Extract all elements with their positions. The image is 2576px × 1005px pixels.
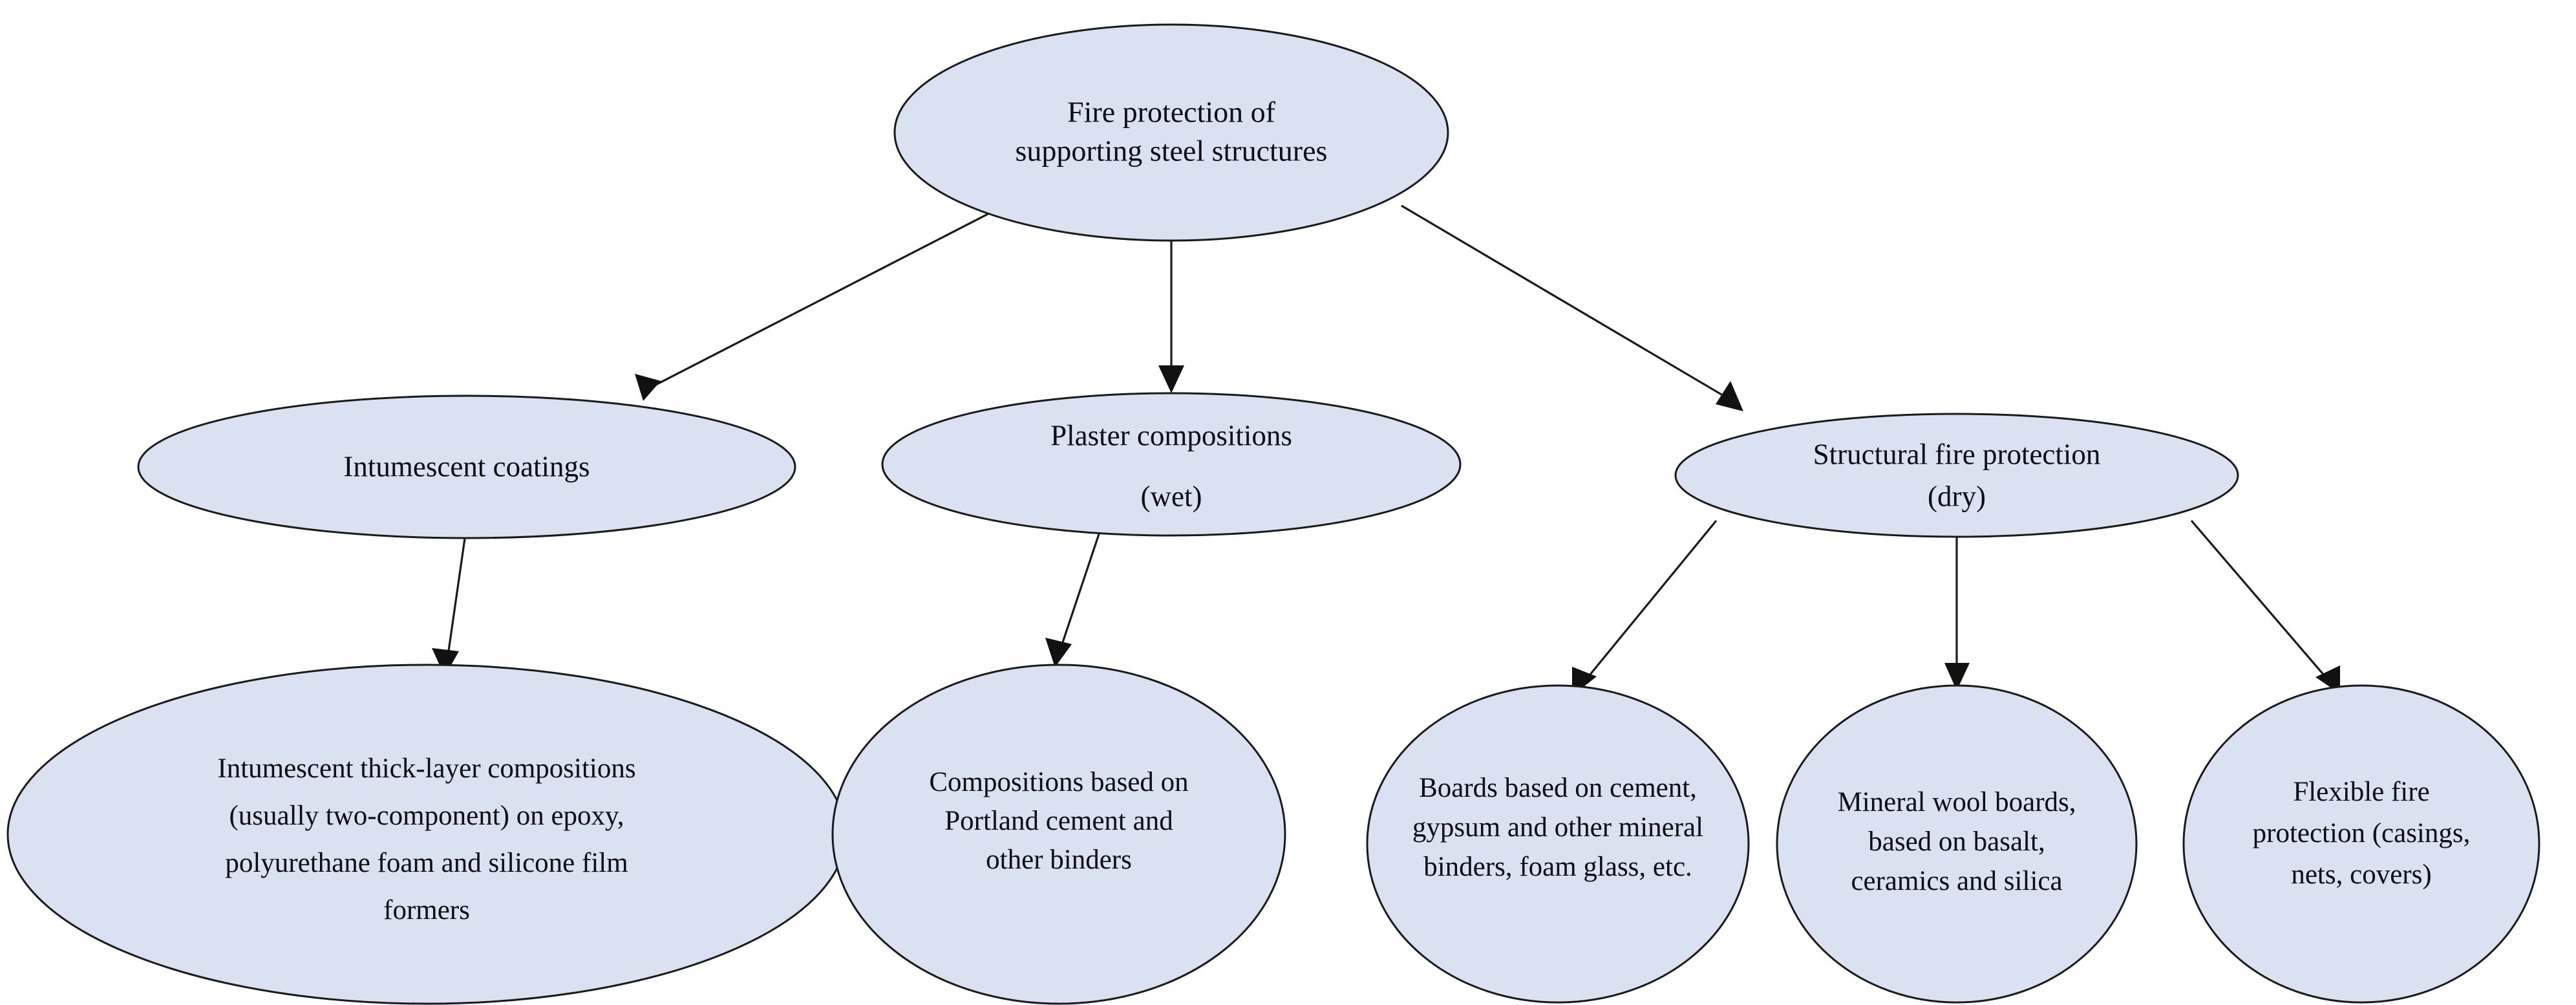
- node-label-line: protection (casings,: [2253, 818, 2471, 848]
- node-structural-fire-protection[interactable]: Structural fire protection (dry): [1674, 413, 2239, 538]
- edge-structural-to-cement-gypsum-boards: [1572, 519, 1718, 696]
- edge-line: [1582, 519, 1718, 684]
- edge-plaster-to-portland-cement: [1045, 522, 1104, 667]
- edge-line: [1401, 204, 1733, 402]
- node-label-line: other binders: [986, 845, 1132, 875]
- node-boards-cement-gypsum[interactable]: Boards based on cement, gypsum and other…: [1366, 684, 1750, 1004]
- arrowhead-icon: [1944, 663, 1970, 691]
- node-shape-ellipse[interactable]: [881, 392, 1462, 537]
- edge-root-to-plaster-compositions: [1158, 241, 1184, 393]
- node-shape-ellipse[interactable]: [893, 23, 1449, 242]
- node-shape-ellipse[interactable]: [6, 664, 847, 1005]
- node-plaster-compositions[interactable]: Plaster compositions (wet): [881, 392, 1462, 537]
- edge-structural-to-flexible-fire-protection: [2190, 519, 2340, 694]
- edge-root-to-structural-fire-protection: [1401, 204, 1743, 411]
- node-label-line: nets, covers): [2291, 859, 2431, 890]
- node-label-line: formers: [383, 895, 470, 925]
- node-shape-ellipse[interactable]: [1366, 684, 1750, 1004]
- node-mineral-wool-boards[interactable]: Mineral wool boards, based on basalt, ce…: [1776, 684, 2138, 1004]
- node-label-line: (dry): [1928, 480, 1986, 512]
- edge-intumescent-coatings-to-thick-layer: [432, 524, 468, 676]
- node-label-line: Flexible fire: [2293, 777, 2429, 807]
- arrowhead-icon: [1716, 381, 1743, 411]
- node-label-line: (usually two-component) on epoxy,: [229, 801, 624, 831]
- node-label-line: (wet): [1141, 480, 1202, 512]
- arrowhead-icon: [635, 374, 661, 401]
- edge-line: [2190, 519, 2330, 682]
- arrowhead-icon: [1158, 365, 1184, 393]
- node-label-line: Boards based on cement,: [1419, 773, 1697, 803]
- edge-line: [446, 524, 468, 660]
- node-label-line: supporting steel structures: [1016, 135, 1328, 168]
- node-label-line: ceramics and silica: [1851, 866, 2062, 896]
- edge-structural-to-mineral-wool-boards: [1944, 535, 1970, 691]
- node-root[interactable]: Fire protection of supporting steel stru…: [893, 23, 1449, 242]
- node-label-line: binders, foam glass, etc.: [1423, 852, 1692, 882]
- node-label-line: gypsum and other mineral: [1412, 812, 1703, 843]
- node-label-line: Mineral wool boards,: [1837, 787, 2076, 817]
- node-label-line: Portland cement and: [944, 806, 1173, 836]
- node-label-line: based on basalt,: [1868, 827, 2045, 857]
- node-shape-ellipse[interactable]: [1776, 684, 2138, 1004]
- node-label-line: Compositions based on: [929, 767, 1188, 797]
- node-shape-ellipse[interactable]: [2182, 684, 2540, 1004]
- arrowhead-icon: [1045, 638, 1072, 667]
- node-intumescent-thick-layer-compositions[interactable]: Intumescent thick-layer compositions (us…: [6, 664, 847, 1005]
- arrowhead-icon: [432, 648, 459, 676]
- node-label-line: Plaster compositions: [1050, 419, 1292, 451]
- node-label-line: Intumescent thick-layer compositions: [217, 753, 635, 784]
- node-shape-ellipse[interactable]: [1674, 413, 2239, 538]
- edge-line: [643, 212, 990, 393]
- node-label-line: Intumescent coatings: [343, 450, 590, 482]
- node-label-line: Fire protection of: [1067, 96, 1276, 129]
- node-label-line: Structural fire protection: [1813, 438, 2101, 470]
- node-shape-ellipse[interactable]: [831, 664, 1286, 1005]
- node-shape-ellipse[interactable]: [137, 394, 796, 539]
- node-flexible-fire-protection[interactable]: Flexible fire protection (casings, nets,…: [2182, 684, 2540, 1004]
- edge-line: [1059, 522, 1104, 651]
- edge-root-to-intumescent-coatings: [635, 212, 990, 401]
- node-intumescent-coatings[interactable]: Intumescent coatings: [137, 394, 796, 539]
- node-label-line: polyurethane foam and silicone film: [225, 848, 628, 878]
- node-compositions-portland-cement[interactable]: Compositions based on Portland cement an…: [831, 664, 1286, 1005]
